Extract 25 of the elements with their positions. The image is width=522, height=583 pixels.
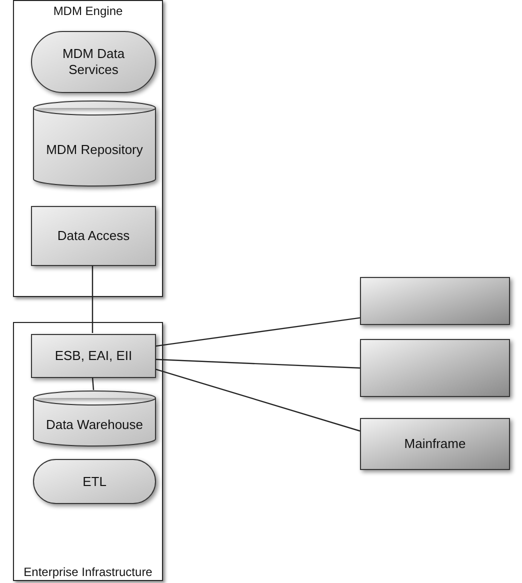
group-title: Enterprise Infrastructure [22,564,154,579]
node-label: MDM Data Services [61,45,126,79]
connector-line [92,265,94,333]
process-box [31,206,156,266]
node-label: ETL [82,472,108,491]
connector-line [92,376,94,390]
group-frame [13,0,163,297]
group-frame [13,322,163,581]
node-label: Data Access [56,227,131,246]
process-box [360,339,510,397]
node-label: Data Warehouse [44,416,144,434]
node-label: MDM Repository [45,140,144,159]
connector-line [154,368,360,432]
rounded-box [31,31,156,93]
connector-line [154,358,360,369]
connector-line [154,317,360,347]
database-cylinder [33,391,156,446]
group-title: MDM Engine [52,4,124,18]
node-label: ESB, EAI, EII [54,347,134,366]
process-box [360,277,510,325]
process-box [360,418,510,470]
database-cylinder [33,101,156,186]
rounded-box [33,459,156,504]
process-box [31,334,156,378]
node-label: Mainframe [403,435,467,454]
